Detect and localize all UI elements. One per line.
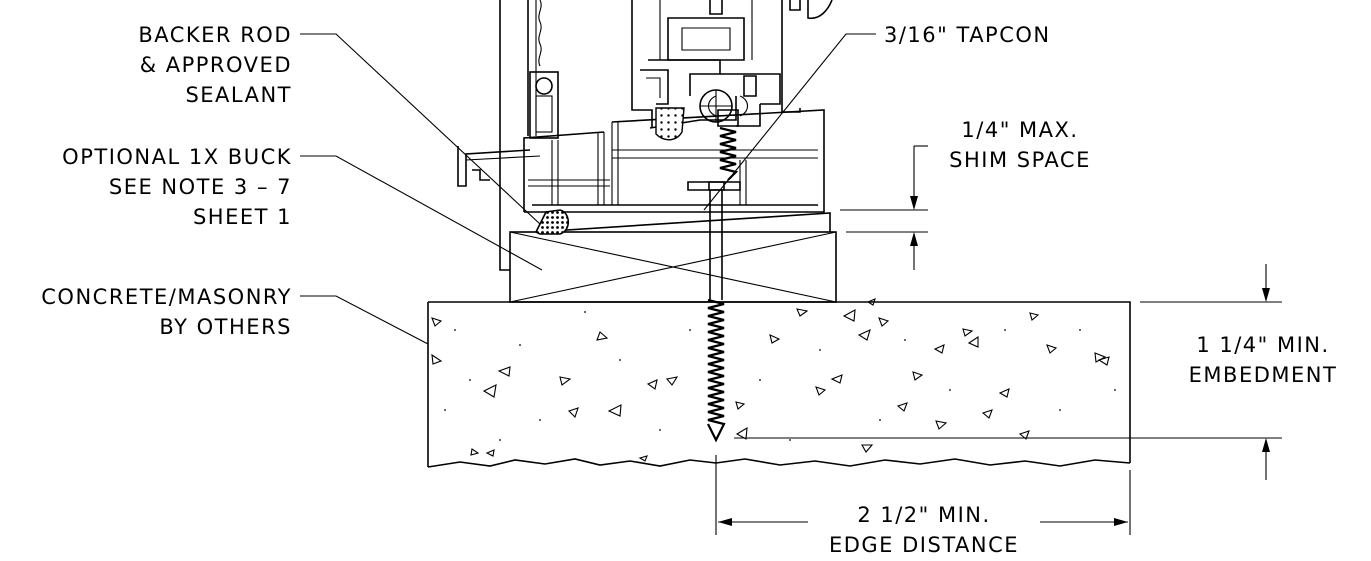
label-edge-line1: 2 1/2" MIN. <box>857 503 990 527</box>
label-backer-rod: BACKER ROD & APPROVED SEALANT <box>138 23 292 107</box>
label-concrete: CONCRETE/MASONRY BY OTHERS <box>41 285 292 339</box>
dim-shim-space <box>840 145 928 270</box>
leader-tapcon <box>703 33 876 211</box>
tapcon-screw <box>707 95 749 443</box>
label-edge-line2: EDGE DISTANCE <box>829 533 1019 557</box>
dim-embedment <box>734 264 1282 480</box>
window-frame <box>457 0 833 271</box>
label-buck-line3: SHEET 1 <box>193 205 292 229</box>
shim-wedge <box>535 212 831 233</box>
label-embedment: 1 1/4" MIN. EMBEDMENT <box>1189 333 1338 387</box>
label-buck-line2: SEE NOTE 3 – 7 <box>109 175 292 199</box>
label-tapcon: 3/16" TAPCON <box>884 23 1051 47</box>
label-concrete-line1: CONCRETE/MASONRY <box>41 285 292 309</box>
leader-concrete <box>300 295 429 345</box>
concrete-stipple <box>444 311 1116 441</box>
label-backer-rod-line1: BACKER ROD <box>138 23 292 47</box>
label-concrete-line2: BY OTHERS <box>159 315 292 339</box>
label-shim-line1: 1/4" MAX. <box>961 118 1078 142</box>
label-edge: 2 1/2" MIN. EDGE DISTANCE <box>829 503 1019 557</box>
label-backer-rod-line3: SEALANT <box>185 83 292 107</box>
label-buck-line1: OPTIONAL 1X BUCK <box>62 145 292 169</box>
label-shim-line2: SHIM SPACE <box>949 148 1091 172</box>
label-embedment-line2: EMBEDMENT <box>1189 363 1338 387</box>
concrete-aggregate <box>431 298 1110 462</box>
leader-backer-rod <box>300 33 541 225</box>
concrete-slab <box>427 301 1131 468</box>
backer-rod <box>534 209 570 235</box>
dim-edge-distance <box>715 455 1131 535</box>
label-backer-rod-line2: & APPROVED <box>140 53 292 77</box>
wood-buck <box>509 231 837 303</box>
label-embedment-line1: 1 1/4" MIN. <box>1196 333 1329 357</box>
label-shim: 1/4" MAX. SHIM SPACE <box>949 118 1091 172</box>
leader-buck <box>300 155 543 271</box>
label-buck: OPTIONAL 1X BUCK SEE NOTE 3 – 7 SHEET 1 <box>62 145 292 229</box>
